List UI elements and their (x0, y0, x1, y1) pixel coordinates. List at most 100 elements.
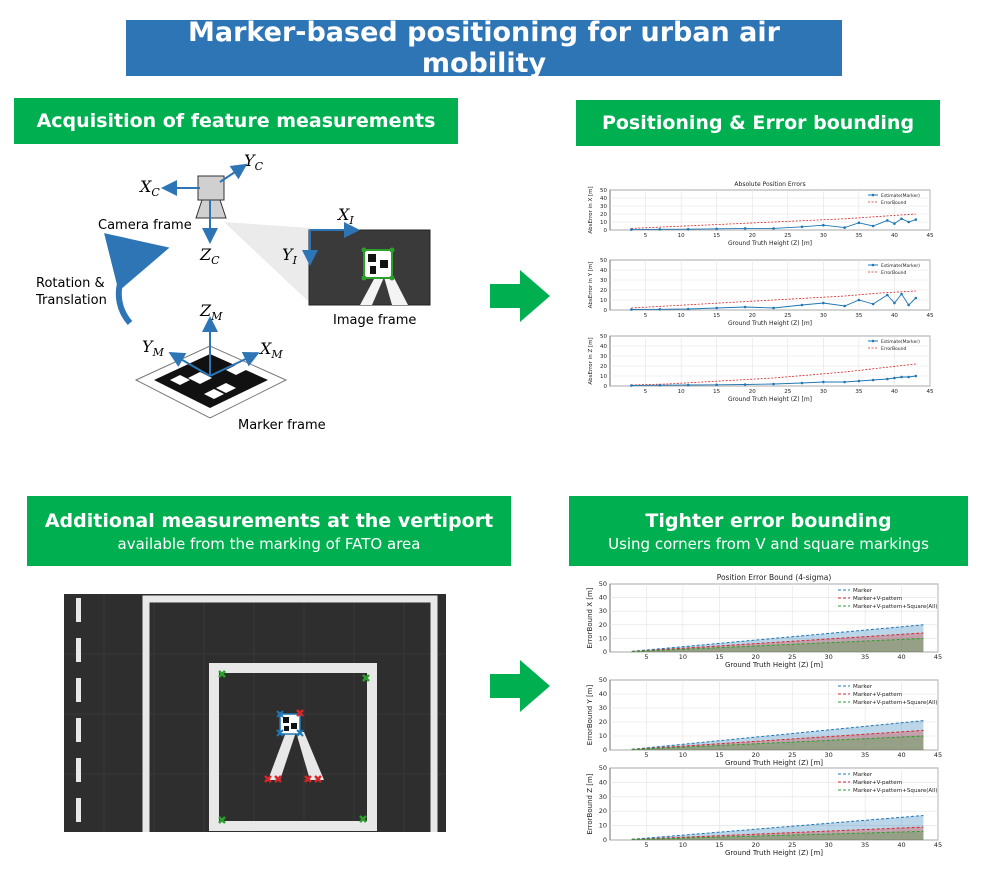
y-tick-label: 10 (599, 634, 607, 642)
estimate-point (893, 301, 896, 305)
x-tick-label: 5 (644, 841, 648, 849)
estimate-point (822, 223, 825, 227)
x-tick-label: 15 (715, 751, 723, 759)
plot-area (609, 335, 931, 387)
estimate-point (914, 296, 918, 300)
x-tick-label: 25 (784, 389, 791, 395)
x-tick-label: 5 (644, 751, 648, 759)
y-tick-label: 40 (600, 268, 607, 274)
legend-label: Estimate(Marker) (881, 339, 920, 345)
x-tick-label: 30 (825, 751, 833, 759)
estimate-point (857, 221, 861, 225)
page-title: Marker-based positioning for urban air m… (126, 17, 842, 79)
y-axis-label: ErrorBound Y [m] (586, 685, 594, 746)
ym-label: YM (142, 337, 165, 359)
estimate-point (871, 378, 875, 382)
yi-label: YI (282, 245, 298, 267)
x-tick-label: 5 (644, 389, 648, 395)
x-tick-label: 45 (927, 233, 934, 239)
errorbound-line (631, 363, 916, 386)
series-line (631, 624, 924, 652)
xc-label: XC (138, 177, 160, 199)
y-axis-label: AbsError in X [m] (588, 186, 594, 233)
legend-label: Marker (853, 684, 873, 690)
errorbound-line (631, 290, 916, 309)
x-axis-label: Ground Truth Height (Z) [m] (725, 759, 823, 767)
x-tick-label: 25 (788, 751, 796, 759)
x-tick-label: 15 (715, 653, 723, 661)
plot-area (609, 189, 931, 231)
estimate-point (686, 307, 690, 311)
section-positioning-title: Positioning & Error bounding (601, 112, 915, 134)
x-tick-label: 20 (749, 313, 756, 319)
legend-label: Marker (853, 588, 873, 594)
section-additional-subtitle: available from the marking of FATO area (117, 534, 421, 553)
x-tick-label: 40 (891, 389, 898, 395)
arrow-right-icon-top (490, 270, 550, 322)
xm-label: XM (258, 339, 283, 361)
zm-label: ZM (199, 301, 223, 323)
x-tick-label: 10 (678, 313, 685, 319)
y-tick-label: 50 (599, 764, 607, 772)
estimate-point (907, 303, 910, 307)
x-tick-label: 15 (715, 841, 723, 849)
estimate-point (857, 298, 861, 302)
rotation-label-2: Translation (35, 293, 107, 308)
section-tighter: Tighter error bounding Using corners fro… (569, 496, 968, 566)
estimate-point (772, 227, 775, 230)
camera-frame-label: Camera frame (98, 218, 192, 233)
estimate-point (893, 376, 896, 380)
estimate-point (630, 228, 633, 231)
section-positioning: Positioning & Error bounding (576, 100, 940, 146)
estimate-point (658, 308, 662, 311)
x-tick-label: 35 (855, 313, 862, 319)
estimate-point (843, 226, 846, 229)
legend-label: Estimate(Marker) (881, 263, 920, 269)
x-tick-label: 35 (861, 653, 869, 661)
series-line (631, 720, 924, 750)
estimate-point (907, 375, 910, 379)
y-tick-label: 0 (603, 746, 607, 754)
x-tick-label: 5 (644, 233, 648, 239)
section-additional: Additional measurements at the vertiport… (27, 496, 511, 566)
estimate-point (857, 379, 861, 383)
x-tick-label: 40 (897, 653, 905, 661)
x-tick-label: 20 (752, 841, 760, 849)
series-line (631, 815, 924, 840)
x-tick-label: 30 (825, 841, 833, 849)
x-tick-label: 30 (820, 313, 827, 319)
y-tick-label: 0 (603, 648, 607, 656)
x-tick-label: 25 (784, 233, 791, 239)
legend-label: Marker+V-pattern (853, 780, 903, 786)
square-corner-markers (218, 670, 370, 824)
errorbound-line (631, 213, 916, 229)
y-tick-label: 30 (599, 607, 607, 615)
x-tick-label: 10 (678, 233, 685, 239)
x-tick-label: 10 (679, 751, 687, 759)
x-axis-label: Ground Truth Height (Z) [m] (728, 240, 812, 247)
estimate-point (772, 382, 775, 386)
legend-label: Estimate(Marker) (881, 193, 920, 199)
x-axis-label: Ground Truth Height (Z) [m] (728, 320, 812, 327)
y-tick-label: 40 (599, 690, 607, 698)
estimate-point (658, 228, 662, 231)
estimate-point (893, 222, 896, 225)
x-tick-label: 45 (934, 653, 942, 661)
estimate-point (900, 375, 903, 379)
x-tick-label: 35 (855, 389, 862, 395)
x-tick-label: 45 (927, 313, 934, 319)
estimate-point (914, 218, 918, 221)
estimate-point (822, 380, 825, 384)
estimate-point (715, 383, 718, 387)
estimate-point (900, 217, 903, 221)
y-tick-label: 30 (599, 793, 607, 801)
y-tick-label: 50 (600, 334, 607, 340)
x-tick-label: 20 (752, 751, 760, 759)
estimate-point (843, 380, 846, 384)
y-tick-label: 0 (604, 228, 608, 234)
y-axis-label: AbsError in Y [m] (588, 262, 594, 309)
x-tick-label: 25 (788, 841, 796, 849)
